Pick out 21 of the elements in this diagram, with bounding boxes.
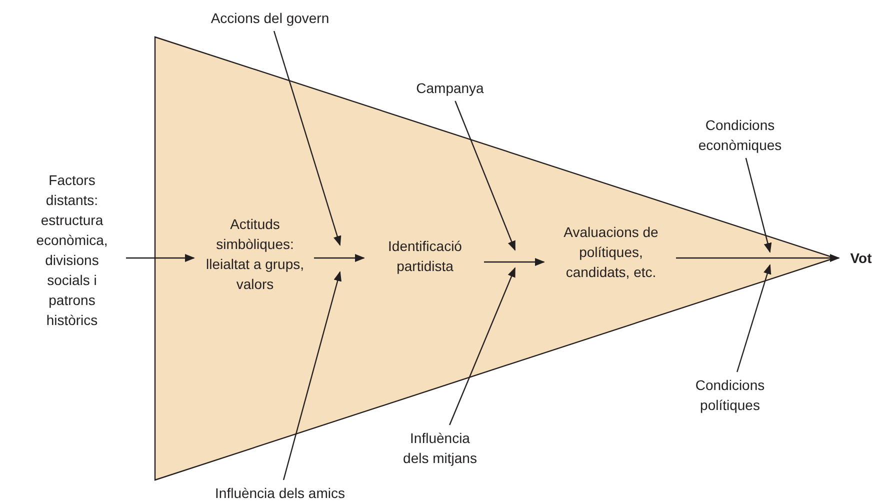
arrow [484,258,545,266]
arrow [745,158,772,253]
stage-label: Avaluacions de polítiques, candidats, etc. [550,222,672,282]
factor-label: Campanya [400,78,500,98]
arrow [314,254,365,262]
stage-label: Actituds simbòliques: lleialtat a grups, valors [200,214,310,294]
arrow [449,267,516,426]
arrow [126,254,195,262]
factor-label: Accions del govern [195,8,345,28]
factor-label: Factors distants: estructura econòmica, divisions socials i patrons històrics [22,170,122,330]
stage-label: Identificació partidista [370,236,480,276]
arrow [454,100,516,251]
arrow [273,30,342,246]
arrow [282,271,342,480]
factor-label: Condicions polítiques [670,375,790,415]
arrow [676,254,840,262]
factor-label: Influència dels mitjans [400,428,480,468]
factor-label: Influència dels amics [195,483,365,503]
factor-label: Condicions econòmiques [680,115,800,155]
outcome-label: Vot [845,248,877,268]
arrow [736,264,772,372]
